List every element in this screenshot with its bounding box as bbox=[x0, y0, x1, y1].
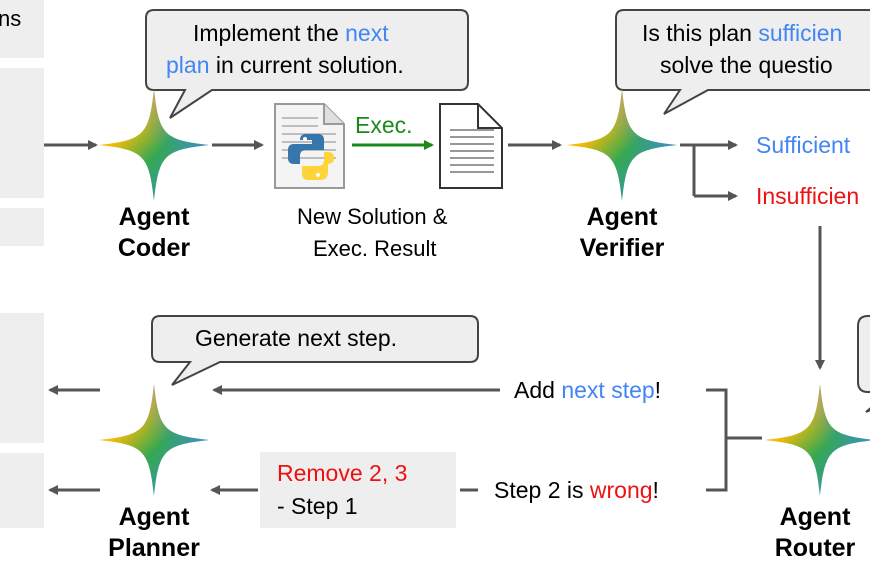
router-msg-wrong: Step 2 is wrong! bbox=[494, 477, 659, 503]
bubble-verifier-line1: Is this plan sufficien bbox=[642, 20, 843, 46]
bubble-router-tail bbox=[865, 407, 870, 413]
result-file-icon bbox=[439, 103, 503, 189]
new-solution-line2: Exec. Result bbox=[313, 236, 437, 261]
exec-label: Exec. bbox=[355, 112, 413, 138]
remove-steps-line1: Remove 2, 3 bbox=[277, 460, 408, 486]
bubble-verifier bbox=[615, 9, 870, 115]
bubble-planner bbox=[151, 315, 479, 386]
verdict-insufficient: Insufficien bbox=[756, 183, 860, 209]
left-panel-1 bbox=[0, 0, 44, 58]
agent-router-icon bbox=[765, 384, 870, 496]
router-msg-add: Add next step! bbox=[514, 377, 662, 403]
left-panel-2 bbox=[0, 68, 44, 198]
left-panel-text: ns bbox=[0, 6, 22, 31]
remove-steps-box bbox=[260, 452, 456, 528]
bubble-coder-line1: Implement the next bbox=[193, 20, 389, 46]
bubble-coder-line2: plan in current solution. bbox=[166, 52, 404, 78]
branch-verifier bbox=[680, 143, 696, 196]
new-solution-line1: New Solution & bbox=[297, 204, 448, 229]
bubble-router-partial bbox=[857, 315, 870, 393]
python-file-icon bbox=[274, 103, 345, 189]
remove-steps-line2: - Step 1 bbox=[277, 493, 358, 519]
agent-verifier-icon bbox=[567, 89, 677, 201]
verdict-sufficient: Sufficient bbox=[756, 132, 851, 158]
agent-planner-icon bbox=[99, 384, 209, 496]
router-bracket bbox=[706, 388, 728, 492]
left-panel-4 bbox=[0, 313, 44, 443]
bubble-planner-text: Generate next step. bbox=[195, 325, 398, 351]
left-panel-3 bbox=[0, 208, 44, 246]
bubble-coder bbox=[145, 9, 469, 119]
agent-coder-icon bbox=[99, 89, 209, 201]
left-panel-5 bbox=[0, 453, 44, 528]
bubble-verifier-line2: solve the questio bbox=[660, 52, 833, 78]
